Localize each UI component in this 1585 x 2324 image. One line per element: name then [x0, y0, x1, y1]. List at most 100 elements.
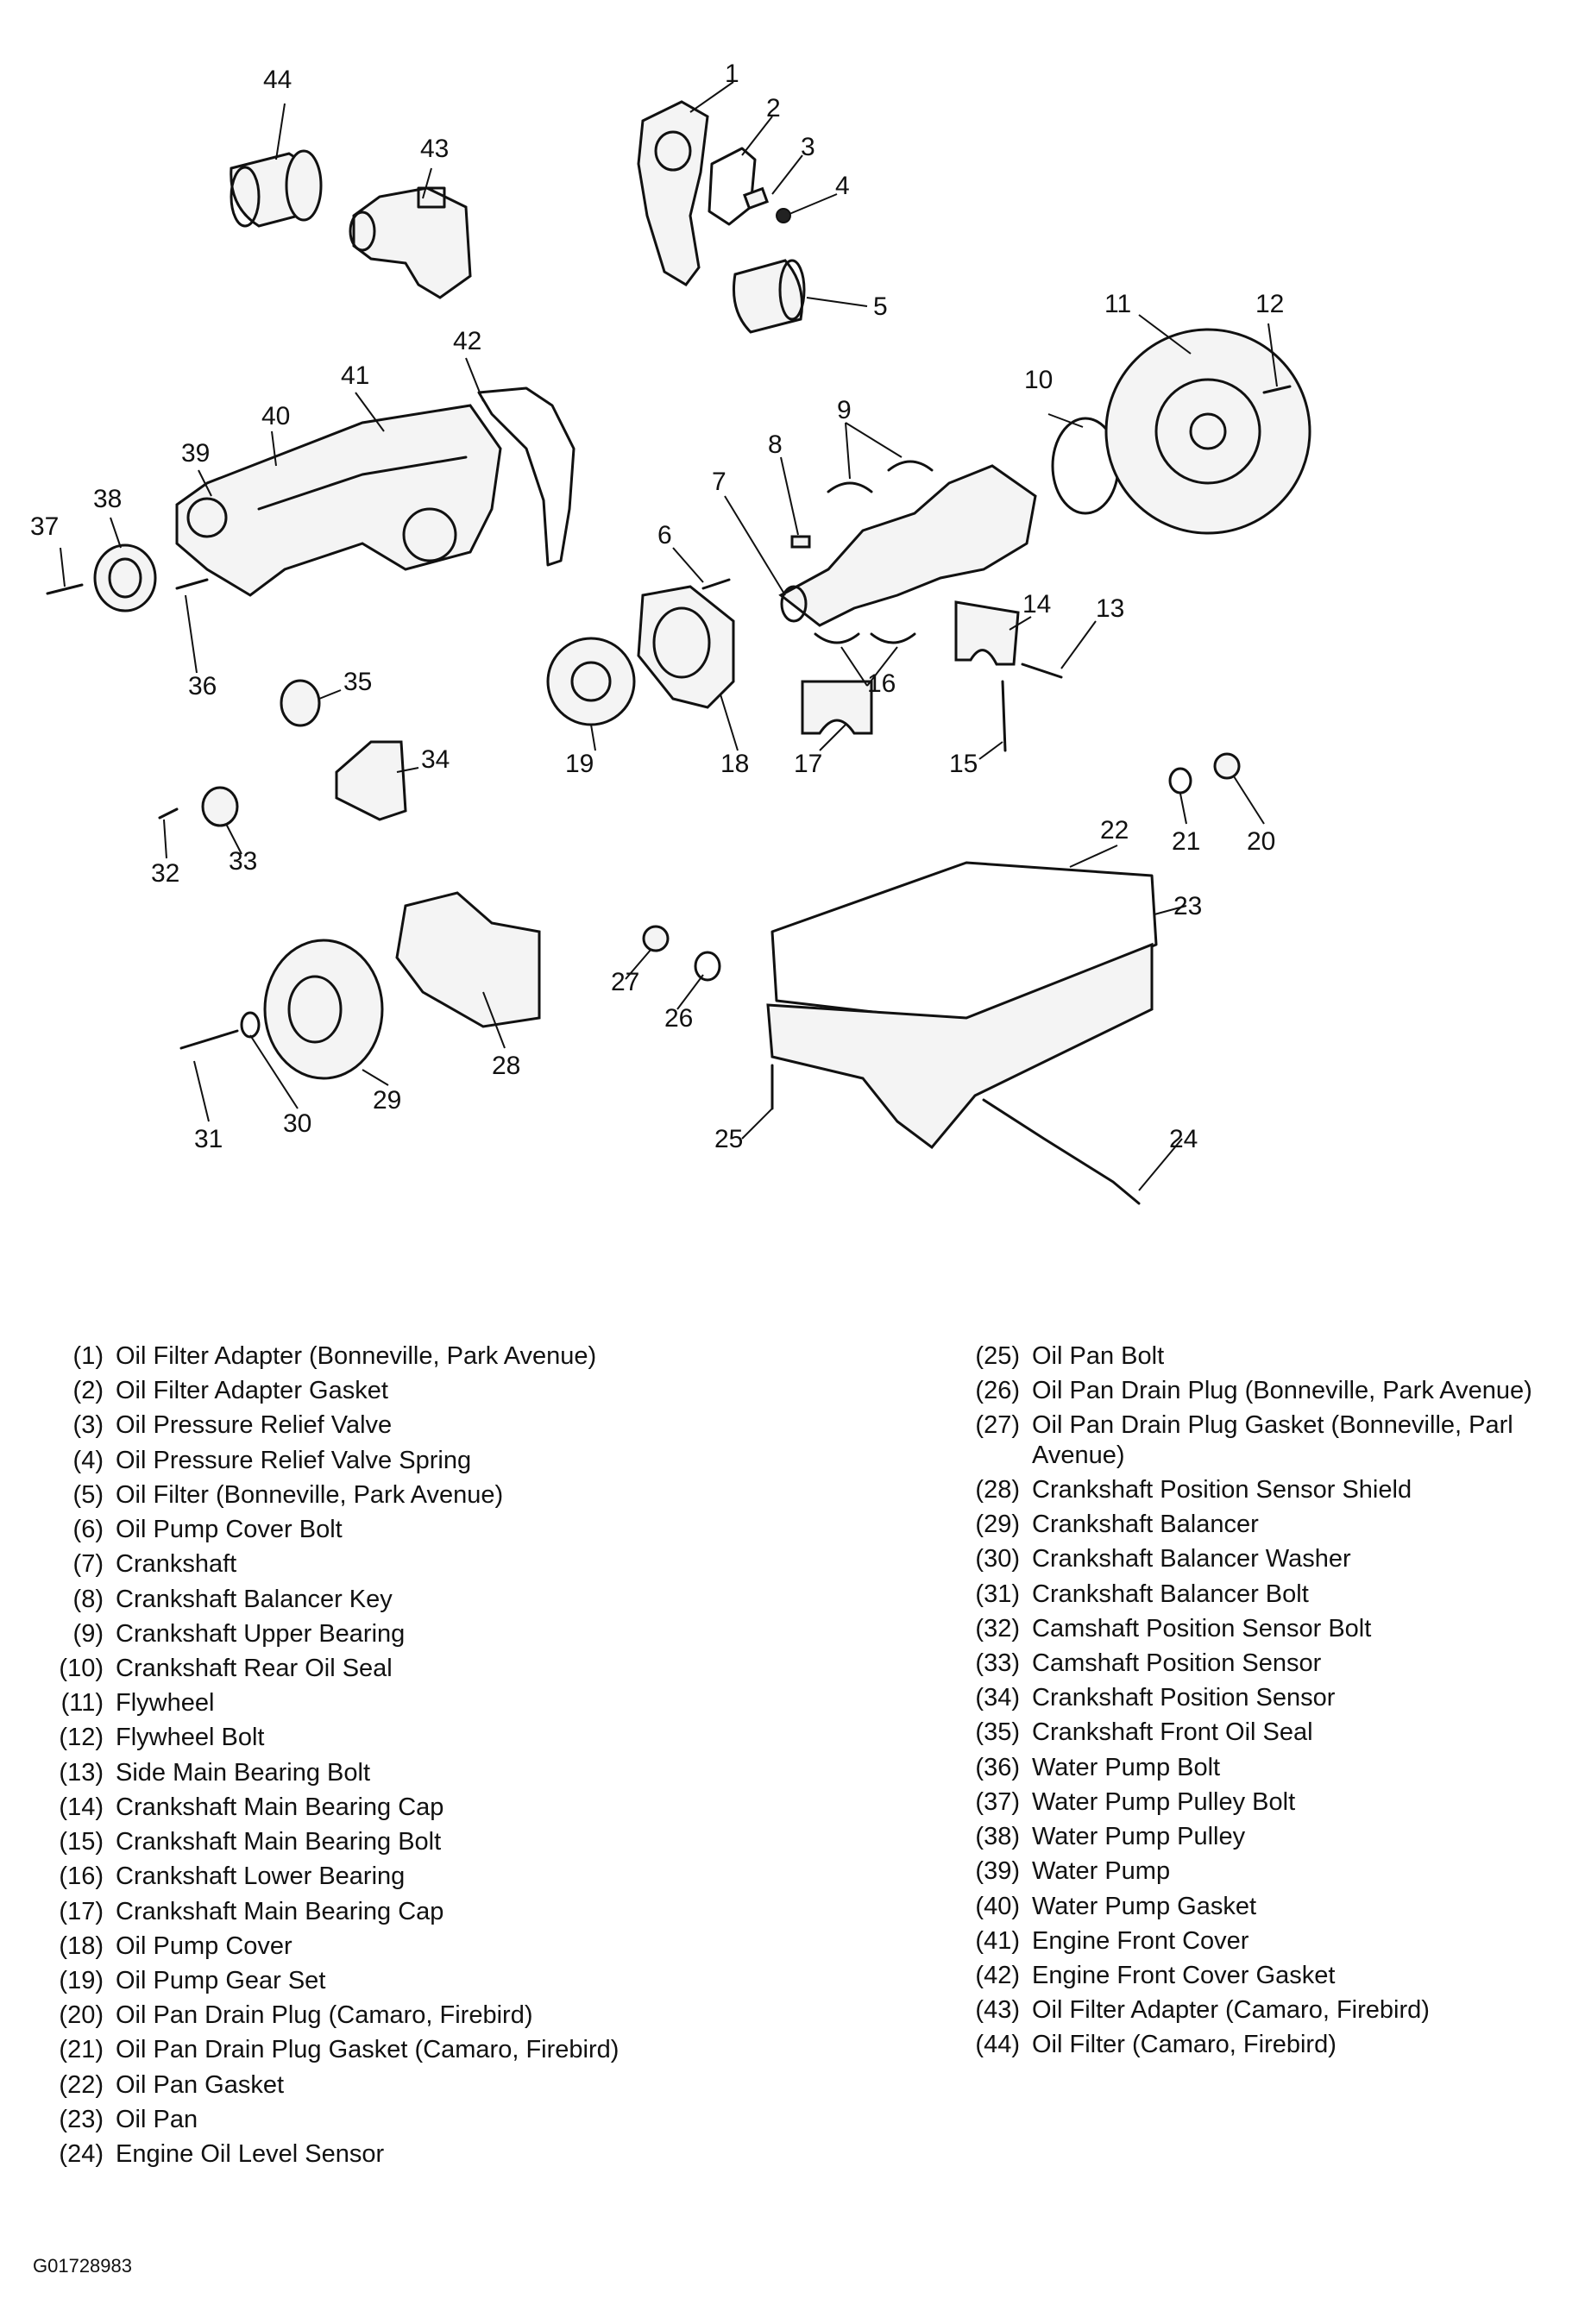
legend-number: (18) [59, 1931, 104, 1960]
legend-item: (40)Water Pump Gasket [949, 1892, 1570, 1921]
callout-38: 38 [93, 485, 122, 513]
legend-description: Oil Pan [116, 2105, 198, 2133]
sensor-shield-drawing [395, 891, 541, 1028]
oil-filter-adapter-bonneville-drawing [637, 100, 709, 286]
main-bearing-cap-14-drawing [954, 600, 1020, 666]
legend-description: Crankshaft Main Bearing Bolt [116, 1828, 442, 1856]
oil-pan-gasket-drawing [770, 861, 1158, 1024]
legend-number: (1) [72, 1342, 104, 1370]
legend-description: Oil Pan Drain Plug (Bonneville, Park Ave… [1032, 1377, 1532, 1405]
legend-description: Engine Front Cover [1032, 1926, 1249, 1955]
legend-item: (27)Oil Pan Drain Plug Gasket (Bonnevill… [949, 1410, 1570, 1469]
callout-14: 14 [1022, 590, 1051, 619]
legend-description: Crankshaft [116, 1550, 237, 1579]
callout-16: 16 [867, 669, 896, 698]
legend-item: (17)Crankshaft Main Bearing Cap [33, 1897, 904, 1926]
legend-item: (22) Oil Pan Gasket [33, 2070, 904, 2100]
legend-item: (19)Oil Pump Gear Set [33, 1966, 904, 1995]
legend-item: (15) Crankshaft Main Bearing Bolt [33, 1827, 904, 1856]
legend-number: (4) [72, 1446, 104, 1474]
legend-description: Oil Filter Adapter Gasket [116, 1377, 388, 1405]
legend-number: (37) [975, 1787, 1020, 1816]
legend-description: Crankshaft Position Sensor Shield [1032, 1475, 1412, 1504]
legend-description: Oil Pressure Relief Valve [116, 1411, 393, 1440]
legend-number: (38) [975, 1823, 1020, 1851]
legend-item: (44)Oil Filter (Camaro, Firebird) [949, 2030, 1570, 2059]
callout-7: 7 [712, 468, 726, 496]
legend-item: (2) Oil Filter Adapter Gasket [33, 1376, 904, 1405]
crankshaft-balancer-drawing [263, 939, 384, 1080]
legend-description: Engine Oil Level Sensor [116, 2140, 385, 2169]
legend-right-column: (25)Oil Pan Bolt(26)Oil Pan Drain Plug (… [949, 1341, 1570, 2065]
legend-item: (5)Oil Filter (Bonneville, Park Avenue) [33, 1480, 904, 1510]
legend-item: (28) Crankshaft Position Sensor Shield [949, 1475, 1570, 1504]
flywheel-drawing [1104, 328, 1311, 535]
legend-item: (10)Crankshaft Rear Oil Seal [33, 1654, 904, 1683]
balancer-key-drawing [790, 535, 811, 549]
legend-description: Oil Pump Cover Bolt [116, 1516, 343, 1544]
legend-number: (28) [975, 1475, 1020, 1504]
legend-item: (38)Water Pump Pulley [949, 1822, 1570, 1851]
legend-item: (32)Camshaft Position Sensor Bolt [949, 1614, 1570, 1643]
legend-description: Flywheel Bolt [116, 1724, 265, 1752]
legend-item: (24)Engine Oil Level Sensor [33, 2139, 904, 2169]
legend-item: (14)Crankshaft Main Bearing Cap [33, 1793, 904, 1822]
legend-item: (42)Engine Front Cover Gasket [949, 1961, 1570, 1990]
legend-description: Oil Pan Drain Plug (Camaro, Firebird) [116, 2001, 533, 2030]
oil-level-sensor-drawing [982, 1098, 1141, 1205]
legend-description: Crankshaft Position Sensor [1032, 1684, 1336, 1712]
callout-23: 23 [1173, 892, 1202, 920]
legend-item: (25)Oil Pan Bolt [949, 1341, 1570, 1371]
legend-number: (43) [975, 1996, 1020, 2025]
legend-description: Water Pump [1032, 1857, 1171, 1886]
oil-filter-adapter-camaro-drawing [349, 186, 472, 299]
pulley-bolt-drawing [46, 583, 84, 595]
callout-32: 32 [151, 859, 179, 888]
legend-item: (6)Oil Pump Cover Bolt [33, 1515, 904, 1544]
legend-description: Crankshaft Main Bearing Cap [116, 1897, 444, 1925]
callout-37: 37 [30, 512, 59, 541]
legend-number: (2) [72, 1377, 104, 1405]
legend-number: (16) [59, 1862, 104, 1891]
legend-item: (36)Water Pump Bolt [949, 1753, 1570, 1782]
legend-number: (33) [975, 1649, 1020, 1677]
legend-item: (39) Water Pump [949, 1856, 1570, 1886]
legend-item: (33)Camshaft Position Sensor [949, 1649, 1570, 1678]
legend-number: (29) [975, 1511, 1020, 1539]
legend-number: (30) [975, 1545, 1020, 1573]
legend-number: (15) [59, 1828, 104, 1856]
legend-item: (21)Oil Pan Drain Plug Gasket (Camaro, F… [33, 2035, 904, 2064]
legend-left-column: (1) Oil Filter Adapter (Bonneville, Park … [33, 1341, 904, 2174]
callout-10: 10 [1024, 366, 1053, 394]
legend-description: Oil Filter (Camaro, Firebird) [1032, 2031, 1337, 2059]
callout-35: 35 [343, 668, 372, 696]
oil-pump-cover-drawing [637, 585, 735, 709]
legend-number: (40) [975, 1892, 1020, 1920]
drain-plug-gasket-bonneville-drawing [694, 951, 721, 982]
legend-item: (29)Crankshaft Balancer [949, 1510, 1570, 1539]
legend-description: Oil Filter Adapter (Bonneville, Park Ave… [116, 1342, 597, 1370]
engine-front-cover-drawing [175, 386, 576, 597]
callout-28: 28 [492, 1052, 520, 1080]
lower-bearing-drawing [814, 632, 916, 644]
legend-item: (11)Flywheel [33, 1688, 904, 1718]
legend-item: (18)Oil Pump Cover [33, 1931, 904, 1961]
legend-number: (36) [975, 1753, 1020, 1781]
callout-22: 22 [1100, 816, 1129, 845]
main-bearing-cap-drawing [801, 680, 873, 735]
callout-4: 4 [835, 172, 850, 200]
legend-description: Crankshaft Balancer Bolt [1032, 1580, 1309, 1608]
legend-description: Oil Pan Gasket [116, 2070, 285, 2099]
callout-20: 20 [1247, 827, 1275, 856]
callout-24: 24 [1169, 1125, 1198, 1153]
legend-item: (34) Crankshaft Position Sensor [949, 1683, 1570, 1712]
callout-12: 12 [1255, 290, 1284, 318]
legend-number: (34) [975, 1684, 1020, 1712]
callout-42: 42 [453, 327, 481, 355]
legend-number: (22) [59, 2070, 104, 2099]
legend-description: Crankshaft Balancer Key [116, 1585, 393, 1613]
callout-29: 29 [373, 1086, 401, 1115]
water-pump-pulley-drawing [93, 543, 157, 612]
leader-lines [60, 81, 1278, 1191]
legend-number: (39) [975, 1857, 1020, 1886]
